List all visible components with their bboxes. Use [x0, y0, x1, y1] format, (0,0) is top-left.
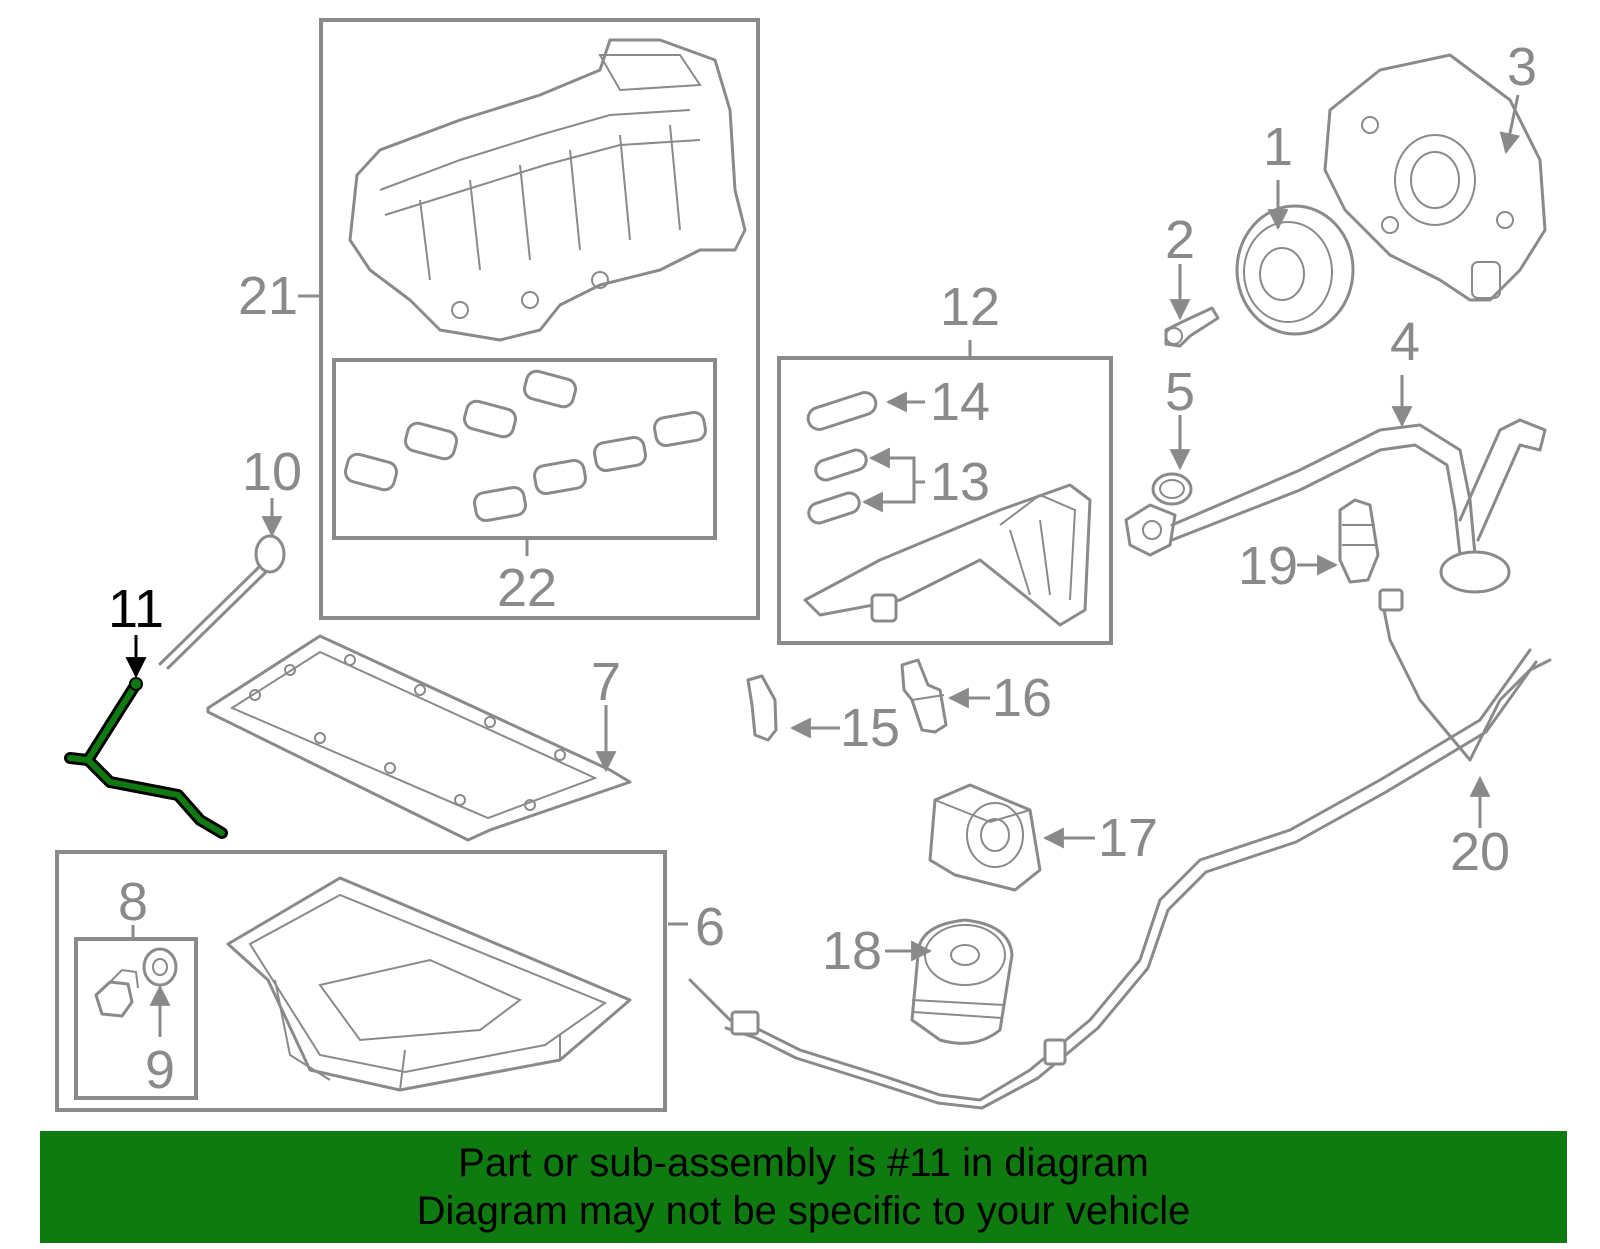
- oil-pickup-tube-part: [1124, 418, 1547, 594]
- callout-6: 6: [695, 897, 725, 957]
- o-ring-5-part: [1151, 472, 1193, 506]
- callout-4: 4: [1390, 312, 1420, 372]
- oil-pan-gasket-part: [206, 634, 632, 842]
- sensor-16-part: [900, 658, 948, 734]
- callout-18: 18: [822, 921, 882, 981]
- o-ring-13-part: [807, 448, 868, 525]
- oil-filter-part: [910, 918, 1014, 1045]
- drain-plug-part: [94, 968, 139, 1018]
- callout-10: 10: [242, 442, 302, 502]
- callout-7: 7: [591, 652, 621, 712]
- crankshaft-pulley-part: [1235, 204, 1355, 336]
- callout-14: 14: [930, 372, 990, 432]
- group-box-22: [332, 358, 717, 540]
- intake-gaskets-part: [343, 369, 707, 523]
- intake-manifold-part: [348, 38, 747, 342]
- group-box-8: [74, 937, 198, 1100]
- leader-line-13b: [861, 482, 916, 513]
- pulley-bolt-part: [1164, 306, 1220, 348]
- front-cover-part: [1323, 53, 1547, 302]
- leader-line-13a: [868, 447, 925, 484]
- wiring-harness-part: [688, 588, 1552, 1110]
- callout-22: 22: [497, 558, 557, 618]
- leader-line-3: [1499, 94, 1521, 155]
- callout-17: 17: [1098, 808, 1158, 868]
- callout-8: 8: [118, 872, 148, 932]
- oil-pan-part: [226, 876, 632, 1092]
- group-box-12: [777, 356, 1113, 645]
- oil-cooler-part: [928, 783, 1042, 892]
- callout-13: 13: [930, 452, 990, 512]
- dipstick-tube-part-highlighted: [64, 677, 228, 839]
- oil-pressure-sensor-part: [1338, 498, 1380, 584]
- group-box-6: [55, 850, 667, 1112]
- callout-20: 20: [1450, 822, 1510, 882]
- callout-1: 1: [1263, 117, 1293, 177]
- windage-tray-part: [803, 483, 1092, 627]
- dipstick-part: [158, 534, 286, 670]
- callout-16: 16: [992, 668, 1052, 728]
- drain-washer-part: [142, 947, 178, 987]
- callout-11: 11: [108, 579, 164, 639]
- banner-line-2: Diagram may not be specific to your vehi…: [416, 1189, 1191, 1233]
- banner-line-1: Part or sub-assembly is #11 in diagram: [458, 1141, 1149, 1185]
- callout-15: 15: [840, 698, 900, 758]
- callout-2: 2: [1165, 210, 1195, 270]
- callout-5: 5: [1165, 362, 1195, 422]
- group-box-21: [319, 18, 760, 620]
- info-banner: Part or sub-assembly is #11 in diagram D…: [40, 1131, 1567, 1243]
- callout-9: 9: [145, 1040, 175, 1100]
- callout-12: 12: [940, 277, 1000, 337]
- o-ring-14-part: [806, 391, 878, 431]
- callout-21: 21: [238, 266, 298, 326]
- callout-3: 3: [1507, 37, 1537, 97]
- callout-19: 19: [1238, 536, 1298, 596]
- sensor-15-part: [746, 674, 778, 742]
